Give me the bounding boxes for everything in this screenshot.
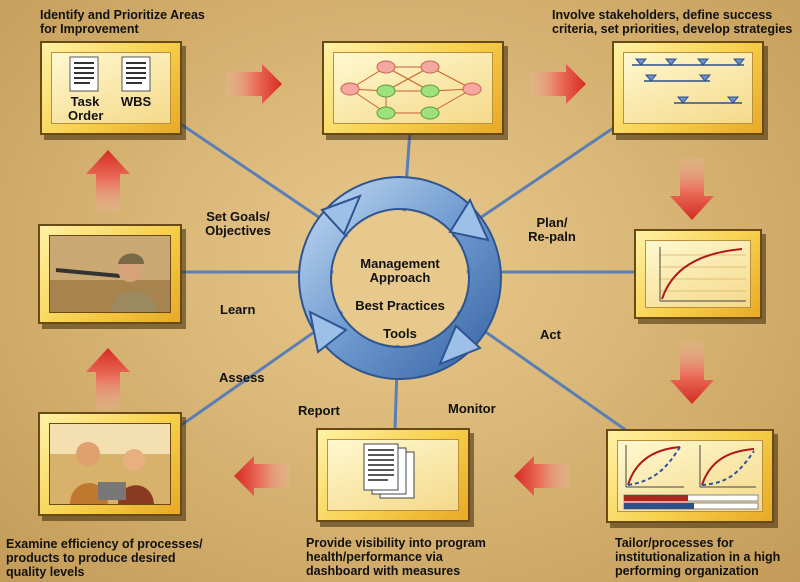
set-goals-label: Set Goals/ Objectives xyxy=(205,209,271,238)
schedule-box xyxy=(612,41,764,135)
document-icons xyxy=(69,56,151,92)
gantt-chart-icon xyxy=(632,58,746,104)
flow-arrows xyxy=(86,64,714,496)
people-at-computer-photo xyxy=(49,423,171,505)
plan-label: Plan/ Re-paln xyxy=(528,215,576,244)
comparison-charts-icon xyxy=(623,445,759,510)
report-stack-icon xyxy=(363,443,415,499)
act-label: Act xyxy=(540,327,561,342)
curve-chart-panel xyxy=(645,240,751,308)
involve-stakeholders-caption: Involve stakeholders, define success cri… xyxy=(552,8,793,36)
network-graph-icon xyxy=(340,60,482,120)
photo-box-people xyxy=(38,412,182,516)
examine-efficiency-caption: Examine efficiency of processes/ product… xyxy=(6,537,203,579)
photo-box-soldier xyxy=(38,224,182,324)
monitor-label: Monitor xyxy=(448,401,496,416)
reports-box xyxy=(316,428,470,522)
identify-areas-caption: Identify and Prioritize Areas for Improv… xyxy=(40,8,205,36)
management-approach-label: Management Approach xyxy=(360,256,440,285)
schedule-panel xyxy=(623,52,753,124)
cycle-ring xyxy=(298,176,502,380)
wbs-label: WBS xyxy=(120,94,152,109)
documents-box: Task Order WBS xyxy=(40,41,182,135)
network-box xyxy=(322,41,504,135)
reports-panel xyxy=(327,439,459,511)
documents-panel: Task Order WBS xyxy=(51,52,171,124)
soldier-photo xyxy=(49,235,171,313)
assess-label: Assess xyxy=(219,370,265,385)
comparison-panel xyxy=(617,440,763,512)
provide-visibility-caption: Provide visibility into program health/p… xyxy=(306,536,486,578)
report-label: Report xyxy=(298,403,340,418)
tailor-processes-caption: Tailor/processes for institutionalizatio… xyxy=(615,536,781,578)
curve-chart-box xyxy=(634,229,762,319)
growth-curve-icon xyxy=(659,247,746,302)
learn-label: Learn xyxy=(220,302,256,317)
network-panel xyxy=(333,52,493,124)
comparison-box xyxy=(606,429,774,523)
task-order-label: Task Order xyxy=(68,94,104,123)
best-practices-label: Best Practices xyxy=(355,298,445,313)
tools-label: Tools xyxy=(383,326,417,341)
